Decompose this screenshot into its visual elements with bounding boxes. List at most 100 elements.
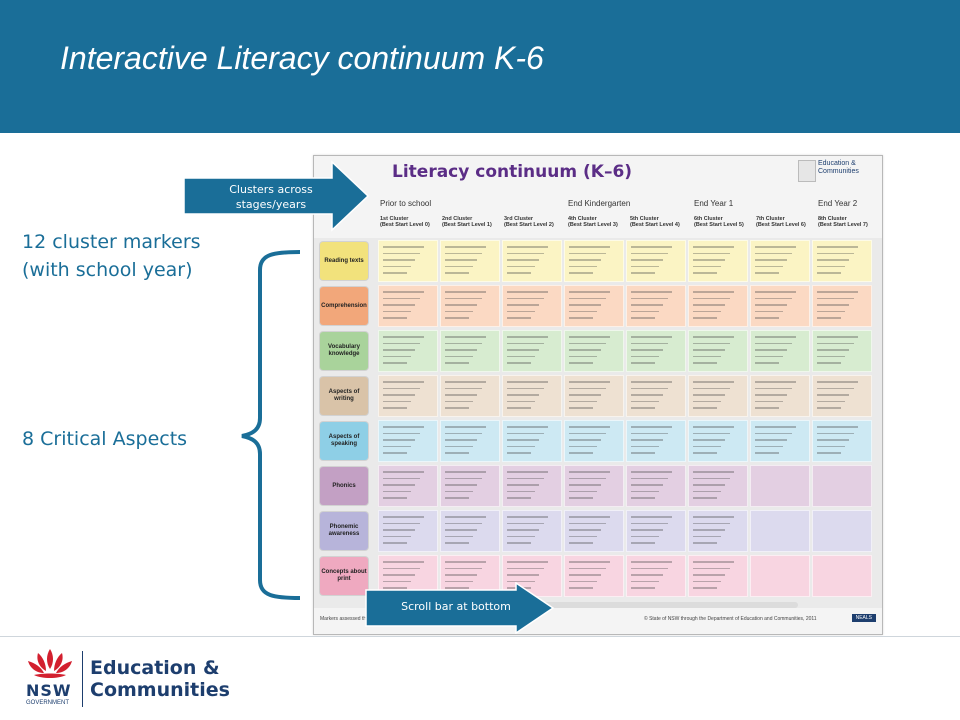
continuum-cell — [626, 465, 686, 507]
continuum-cell — [564, 375, 624, 417]
scroll-callout: Scroll bar at bottom — [401, 600, 511, 613]
continuum-cell — [812, 510, 872, 552]
continuum-cell — [750, 420, 810, 462]
cluster-markers-line-1: 12 cluster markers — [22, 231, 201, 253]
org-name-line-2: Communities — [90, 679, 230, 701]
aspect-row — [378, 510, 876, 552]
continuum-cell — [750, 375, 810, 417]
aspect-label[interactable]: Aspects of speaking — [320, 422, 368, 460]
critical-aspects-label: 8 Critical Aspects — [22, 428, 188, 450]
neals-badge: NEALS — [851, 614, 876, 622]
aspect-row — [378, 285, 876, 327]
nsw-education-logo: NSW GOVERNMENT Education & Communities — [22, 645, 262, 711]
continuum-cell — [378, 240, 438, 282]
continuum-cell — [378, 420, 438, 462]
continuum-cell — [750, 465, 810, 507]
cluster-header: 5th Cluster(Best Start Level 4) — [630, 216, 680, 228]
continuum-cell — [626, 285, 686, 327]
continuum-cell — [502, 240, 562, 282]
continuum-cell — [502, 420, 562, 462]
continuum-cell — [440, 285, 500, 327]
continuum-cell — [812, 465, 872, 507]
stage-label: End Year 2 — [818, 199, 858, 208]
slide-title: Interactive Literacy continuum K-6 — [60, 40, 544, 76]
aspect-label[interactable]: Reading texts — [320, 242, 368, 280]
aspect-label[interactable]: Comprehension — [320, 287, 368, 325]
continuum-cell — [564, 285, 624, 327]
continuum-cell — [564, 420, 624, 462]
continuum-cell — [440, 330, 500, 372]
continuum-cell — [626, 240, 686, 282]
government-wordmark: GOVERNMENT — [26, 700, 70, 706]
cluster-header: 6th Cluster(Best Start Level 5) — [694, 216, 744, 228]
cluster-header: 4th Cluster(Best Start Level 3) — [568, 216, 618, 228]
continuum-cell — [378, 465, 438, 507]
continuum-cell — [750, 285, 810, 327]
stage-header-row: Prior to school End Kindergarten End Yea… — [378, 196, 876, 212]
continuum-cell — [750, 330, 810, 372]
continuum-cell — [564, 330, 624, 372]
continuum-cell — [812, 555, 872, 597]
aspect-label[interactable]: Aspects of writing — [320, 377, 368, 415]
continuum-cell — [750, 510, 810, 552]
cluster-header: 8th Cluster(Best Start Level 7) — [818, 216, 868, 228]
cluster-markers-line-2: (with school year) — [22, 259, 193, 281]
continuum-cell — [626, 375, 686, 417]
continuum-cell — [440, 420, 500, 462]
aspect-row — [378, 465, 876, 507]
footer-divider — [0, 636, 960, 637]
cluster-header-row: 1st Cluster(Best Start Level 0) 2nd Clus… — [378, 214, 876, 236]
continuum-cell — [688, 420, 748, 462]
continuum-logo-line-1: Education & — [818, 160, 856, 167]
continuum-cell — [440, 240, 500, 282]
continuum-cell — [626, 555, 686, 597]
aspect-label[interactable]: Vocabulary knowledge — [320, 332, 368, 370]
continuum-cell — [564, 465, 624, 507]
scroll-callout-arrow — [365, 582, 555, 634]
continuum-cell — [502, 375, 562, 417]
continuum-cell — [378, 510, 438, 552]
cluster-header: 3rd Cluster(Best Start Level 2) — [504, 216, 554, 228]
continuum-cell — [440, 465, 500, 507]
continuum-cell — [812, 285, 872, 327]
continuum-cell — [812, 330, 872, 372]
continuum-cell — [688, 555, 748, 597]
stage-label: End Kindergarten — [568, 199, 631, 208]
continuum-cell — [502, 465, 562, 507]
cluster-header: 7th Cluster(Best Start Level 6) — [756, 216, 806, 228]
aspect-row — [378, 420, 876, 462]
title-bar: Interactive Literacy continuum K-6 — [0, 0, 960, 133]
stage-label: Prior to school — [380, 199, 432, 208]
continuum-cell — [502, 330, 562, 372]
continuum-cell — [750, 240, 810, 282]
continuum-cell — [812, 240, 872, 282]
continuum-cell — [502, 510, 562, 552]
horizontal-scrollbar[interactable] — [378, 602, 798, 608]
continuum-title: Literacy continuum (K–6) — [392, 162, 633, 182]
cluster-markers-label: 12 cluster markers (with school year) — [22, 228, 201, 284]
aspect-row — [378, 240, 876, 282]
aspect-label[interactable]: Concepts about print — [320, 557, 368, 595]
continuum-cell — [564, 555, 624, 597]
org-name: Education & Communities — [90, 657, 230, 701]
aspect-row — [378, 330, 876, 372]
continuum-cell — [626, 510, 686, 552]
continuum-cell — [812, 375, 872, 417]
cluster-header: 1st Cluster(Best Start Level 0) — [380, 216, 430, 228]
continuum-cell — [564, 240, 624, 282]
continuum-cell — [564, 510, 624, 552]
aspects-bracket — [241, 250, 301, 600]
continuum-cell — [378, 285, 438, 327]
aspect-label[interactable]: Phonemic awareness — [320, 512, 368, 550]
continuum-cell — [750, 555, 810, 597]
clusters-callout-arrow — [183, 160, 370, 232]
cluster-header: 2nd Cluster(Best Start Level 1) — [442, 216, 492, 228]
nsw-wordmark: NSW — [26, 681, 72, 700]
logo-divider — [82, 651, 83, 707]
continuum-cell — [688, 375, 748, 417]
continuum-cell — [502, 285, 562, 327]
clusters-callout-line-2: stages/years — [235, 198, 307, 211]
continuum-cell — [688, 285, 748, 327]
aspect-label[interactable]: Phonics — [320, 467, 368, 505]
continuum-cell — [440, 375, 500, 417]
